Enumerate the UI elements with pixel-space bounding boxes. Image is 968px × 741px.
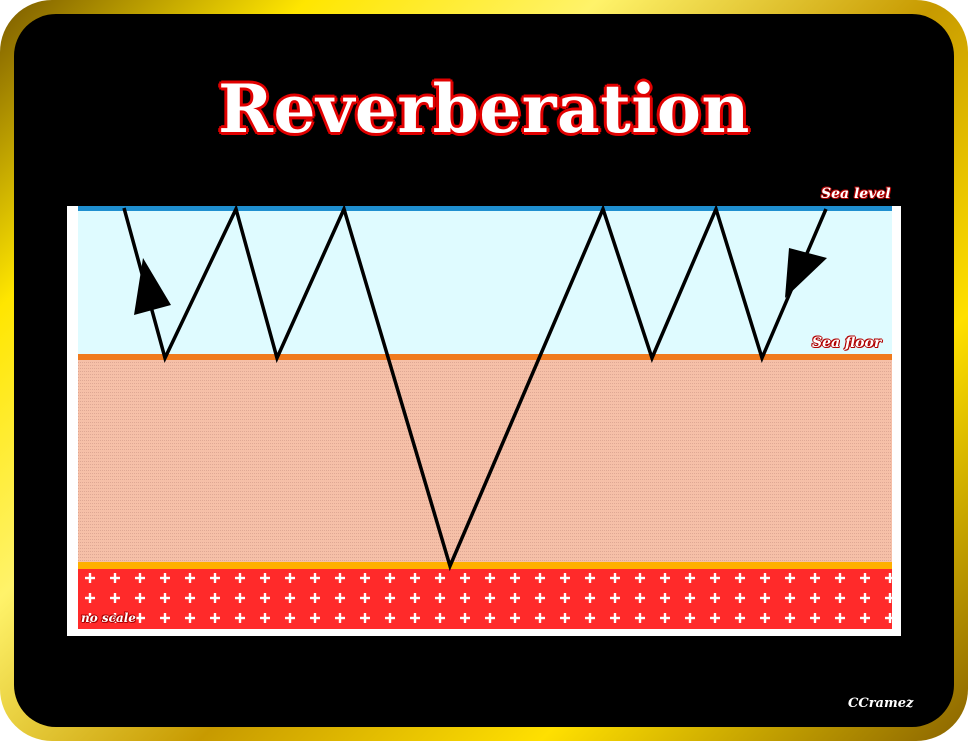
- sea-floor-line: [78, 354, 892, 360]
- arrowhead-up-icon: [134, 258, 171, 315]
- author-credit: CCramez: [848, 696, 914, 711]
- basement-top-line: [78, 562, 892, 569]
- ray-path: [122, 203, 828, 572]
- sea-level-label: Sea level: [821, 186, 891, 202]
- slide-title: Reverberation: [218, 70, 750, 148]
- sea-level-line: [78, 206, 892, 211]
- sediment-layer: [78, 359, 892, 564]
- no-scale-label: no scale: [81, 611, 136, 625]
- basement-layer: [78, 569, 892, 629]
- arrowhead-down-icon: [785, 248, 827, 298]
- sea-floor-label: Sea floor: [812, 335, 882, 351]
- water-layer: [78, 211, 892, 355]
